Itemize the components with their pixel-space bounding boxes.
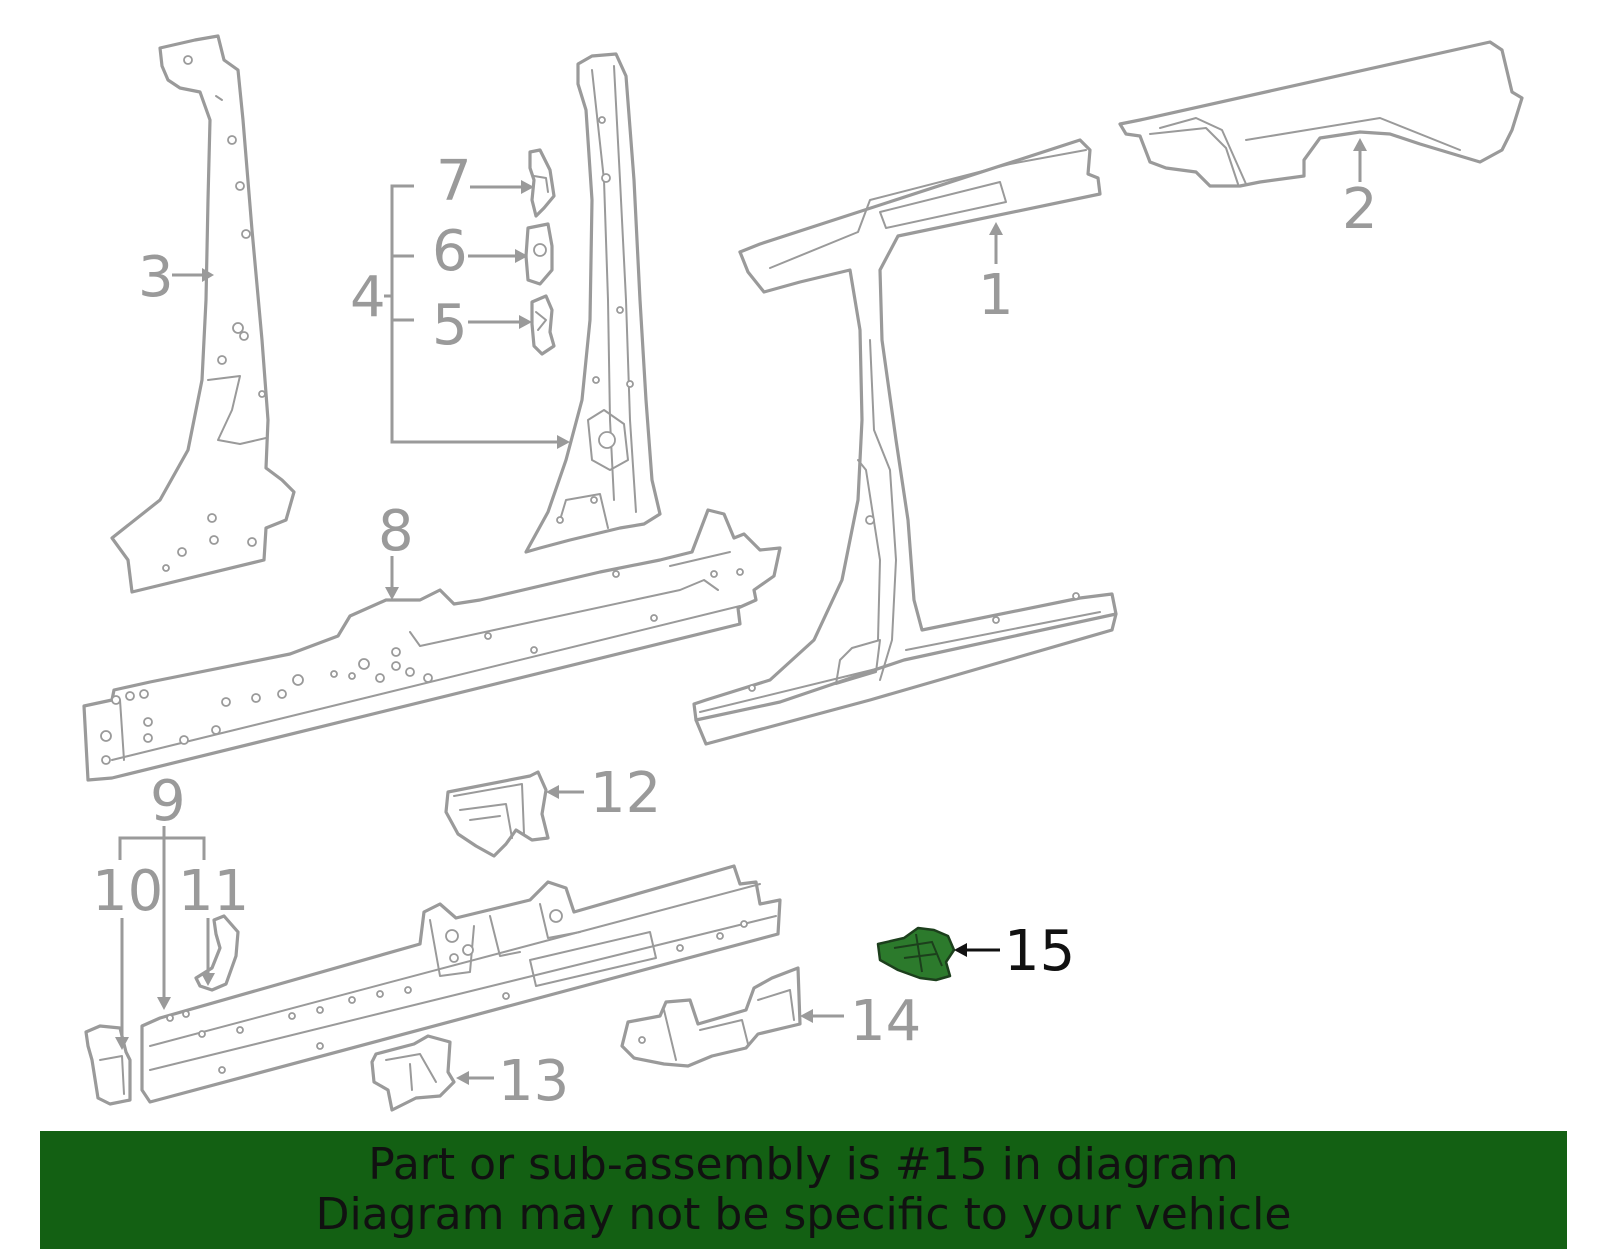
banner-line-disclaimer: Diagram may not be specific to your vehi… [315,1189,1292,1240]
banner-line-part: Part or sub-assembly is #15 in diagram [368,1139,1239,1190]
svg-text:8: 8 [378,499,414,564]
part-10-bracket [84,1024,132,1106]
callout-3: 3 [138,245,214,310]
callout-8: 8 [378,499,414,600]
callout-7: 7 [436,149,534,214]
callout-2: 2 [1342,138,1378,242]
callout-12: 12 [546,761,661,826]
part-6-bracket [524,222,554,286]
callout-6: 6 [432,219,528,284]
part-8-rocker-outer [82,508,782,782]
svg-text:9: 9 [150,769,186,834]
callout-13: 13 [456,1049,569,1114]
callout-1: 1 [978,222,1014,328]
callout-9-bracket: 9 [118,769,206,1010]
part-7-bracket [528,148,556,218]
svg-text:14: 14 [850,989,921,1054]
part-1-side-frame [692,138,1118,746]
part-14-bracket [620,966,802,1068]
svg-text:3: 3 [138,245,174,310]
callout-15-highlighted: 15 [954,919,1075,984]
part-5-bracket [530,294,556,356]
svg-text:1: 1 [978,263,1014,328]
svg-text:4: 4 [350,265,386,330]
svg-text:7: 7 [436,149,472,214]
part-2-quarter-panel [1118,40,1524,188]
part-12-bracket [444,770,550,858]
part-15-highlighted[interactable] [876,926,956,982]
part-9-rocker-inner [140,864,782,1104]
svg-text:12: 12 [590,761,661,826]
callout-14: 14 [800,989,921,1054]
info-banner: Part or sub-assembly is #15 in diagram D… [40,1131,1567,1249]
svg-text:11: 11 [178,859,249,924]
part-4-b-pillar [524,52,662,554]
part-3-pillar-panel [110,34,296,594]
callout-10: 10 [92,859,163,1050]
svg-text:6: 6 [432,219,468,284]
part-13-bracket [370,1034,456,1112]
part-11-bracket [194,914,240,992]
svg-text:15: 15 [1004,919,1075,984]
callout-4-bracket: 4 [350,184,570,449]
callout-5: 5 [432,293,532,358]
diagram-canvas: 3 4 7 6 [82,34,1524,1114]
svg-text:10: 10 [92,859,163,924]
svg-text:2: 2 [1342,177,1378,242]
callout-11: 11 [178,859,249,986]
svg-text:5: 5 [432,293,468,358]
svg-text:13: 13 [498,1049,569,1114]
